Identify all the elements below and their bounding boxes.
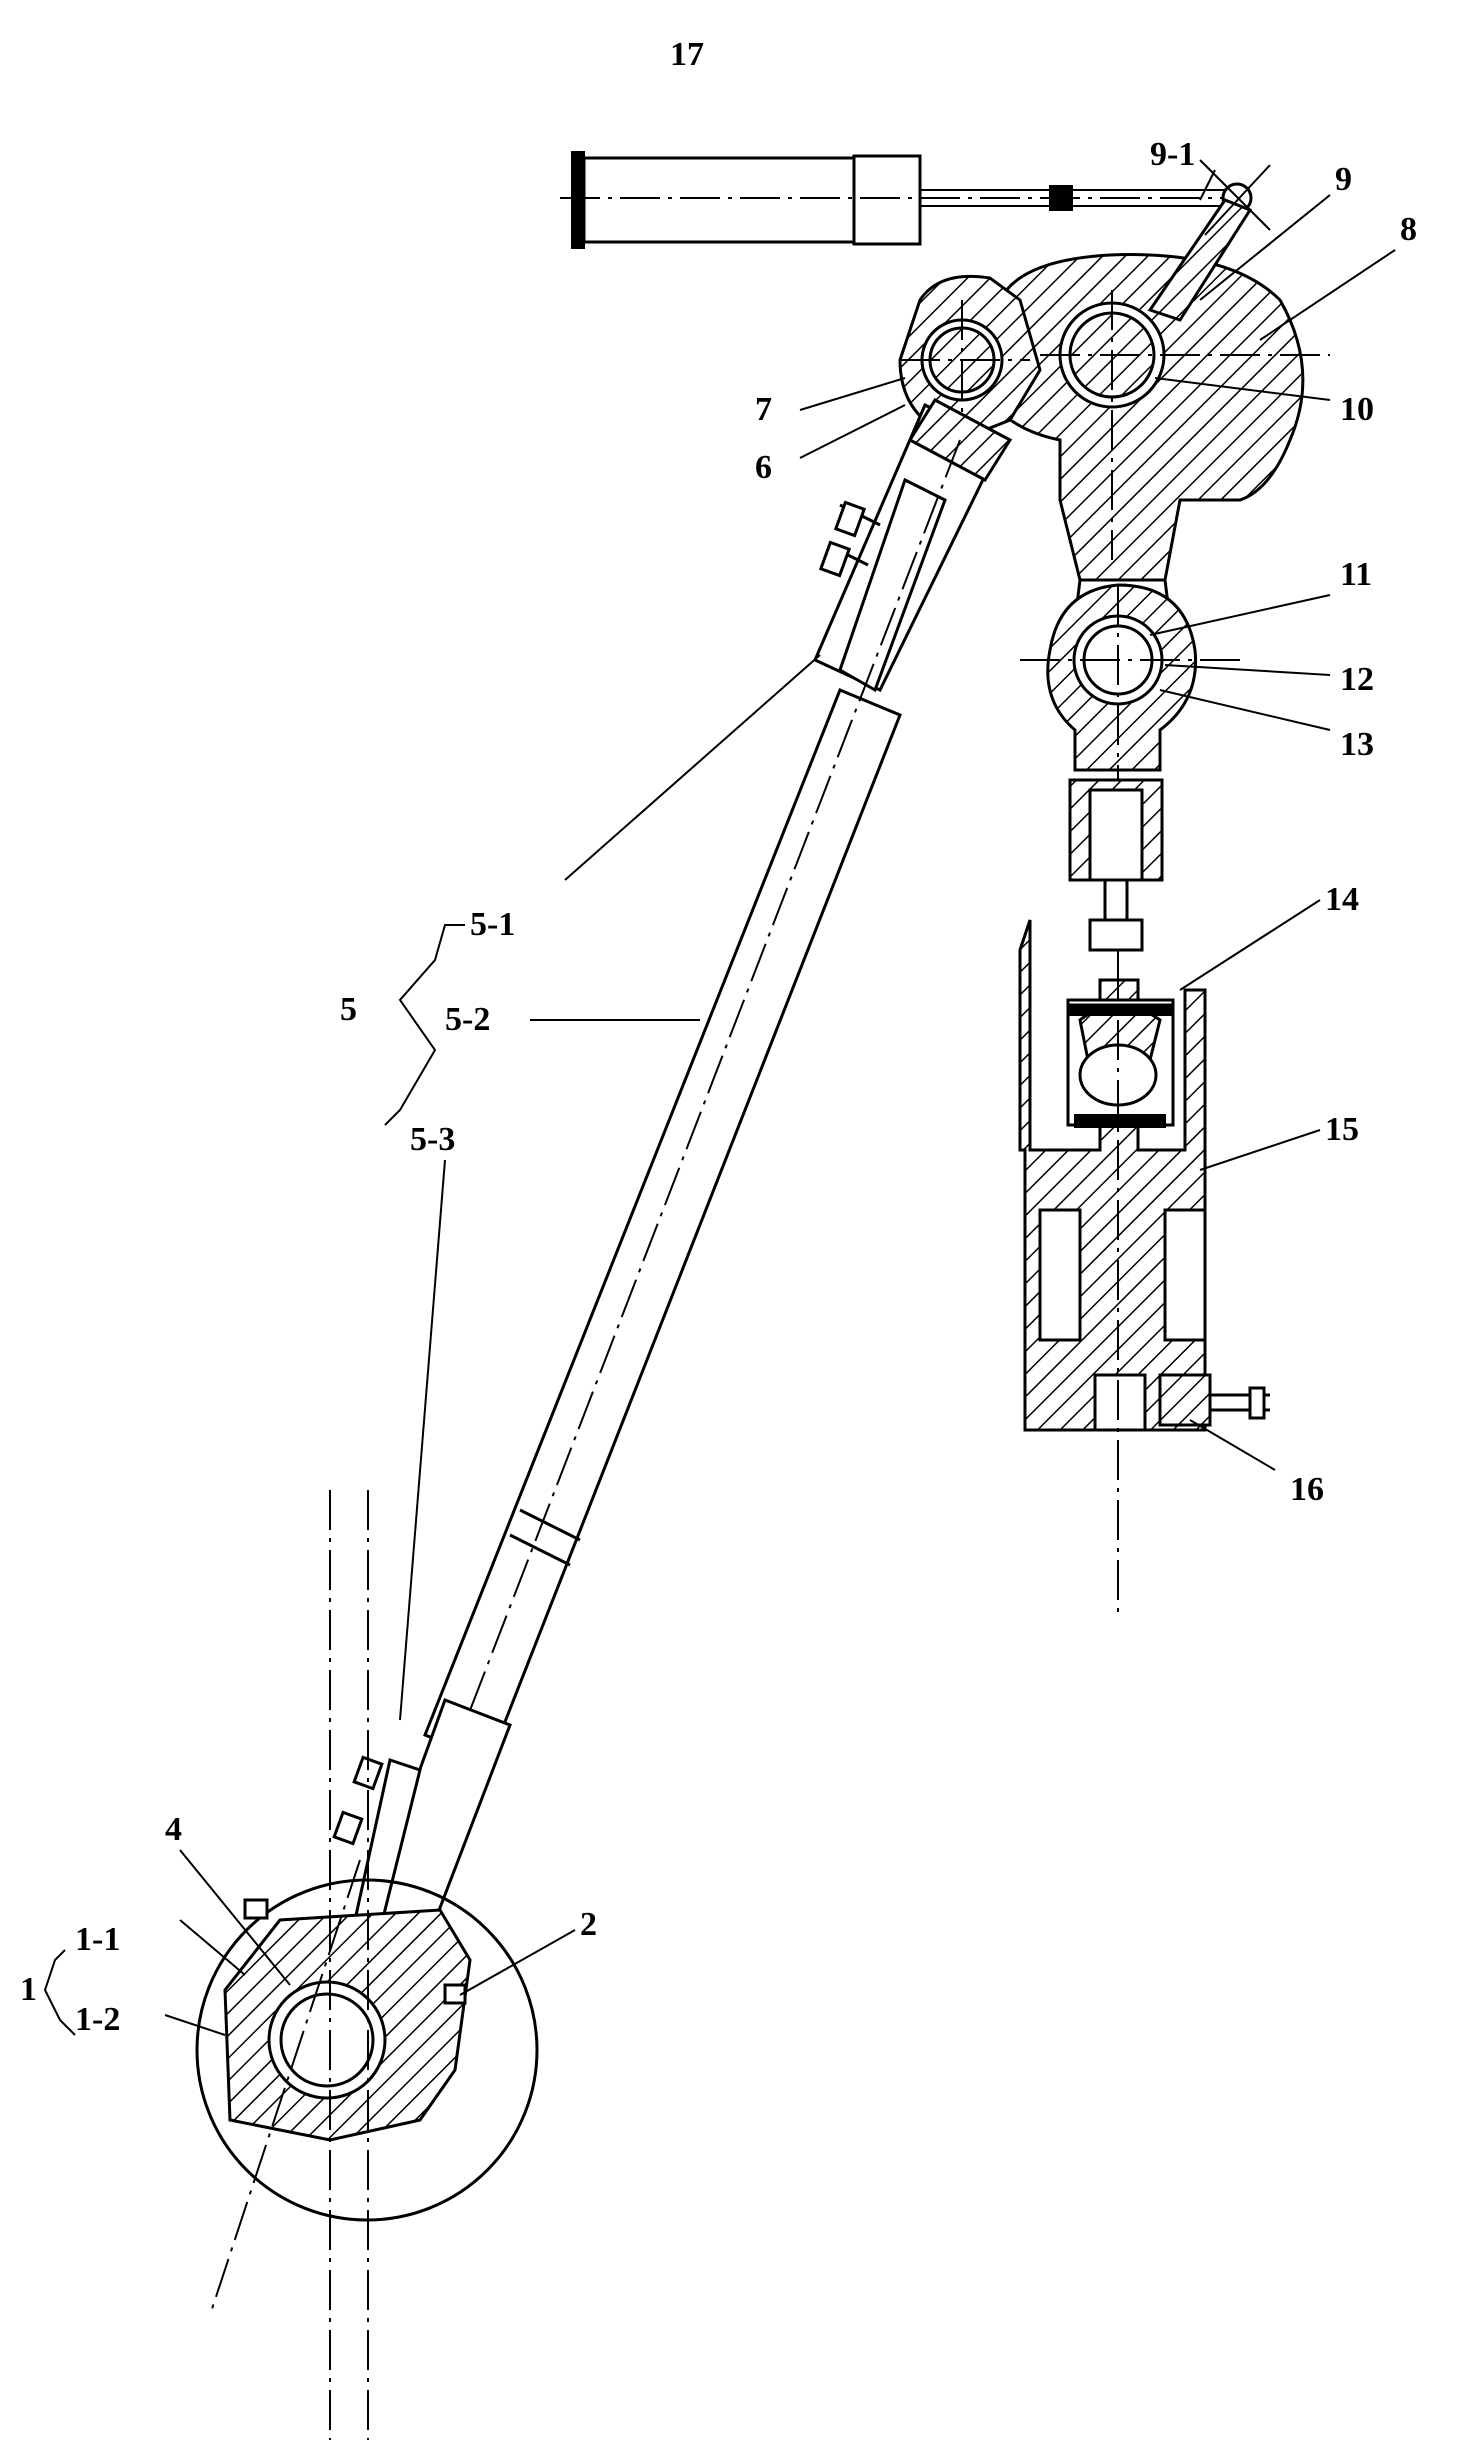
label-2: 2 [580, 1906, 597, 1943]
label-17: 17 [670, 36, 704, 73]
housing-14-16 [1020, 920, 1270, 1620]
label-8: 8 [1400, 211, 1417, 248]
label-1-1: 1-1 [75, 1921, 120, 1958]
label-4: 4 [165, 1811, 182, 1848]
joint-11-13 [1020, 585, 1240, 960]
label-11: 11 [1340, 556, 1372, 593]
link-5 [334, 400, 1010, 1960]
label-5-2: 5-2 [445, 1001, 490, 1038]
cylinder-17 [560, 152, 1251, 248]
label-10: 10 [1340, 391, 1374, 428]
label-1: 1 [20, 1971, 37, 2008]
label-7: 7 [755, 391, 772, 428]
label-13: 13 [1340, 726, 1374, 763]
label-9-1: 9-1 [1150, 136, 1195, 173]
label-16: 16 [1290, 1471, 1324, 1508]
label-9: 9 [1335, 161, 1352, 198]
label-1-2: 1-2 [75, 2001, 120, 2038]
label-5-1: 5-1 [470, 906, 515, 943]
label-6: 6 [755, 449, 772, 486]
label-14: 14 [1325, 881, 1359, 918]
label-12: 12 [1340, 661, 1374, 698]
label-5-3: 5-3 [410, 1121, 455, 1158]
label-15: 15 [1325, 1111, 1359, 1148]
label-5: 5 [340, 991, 357, 1028]
